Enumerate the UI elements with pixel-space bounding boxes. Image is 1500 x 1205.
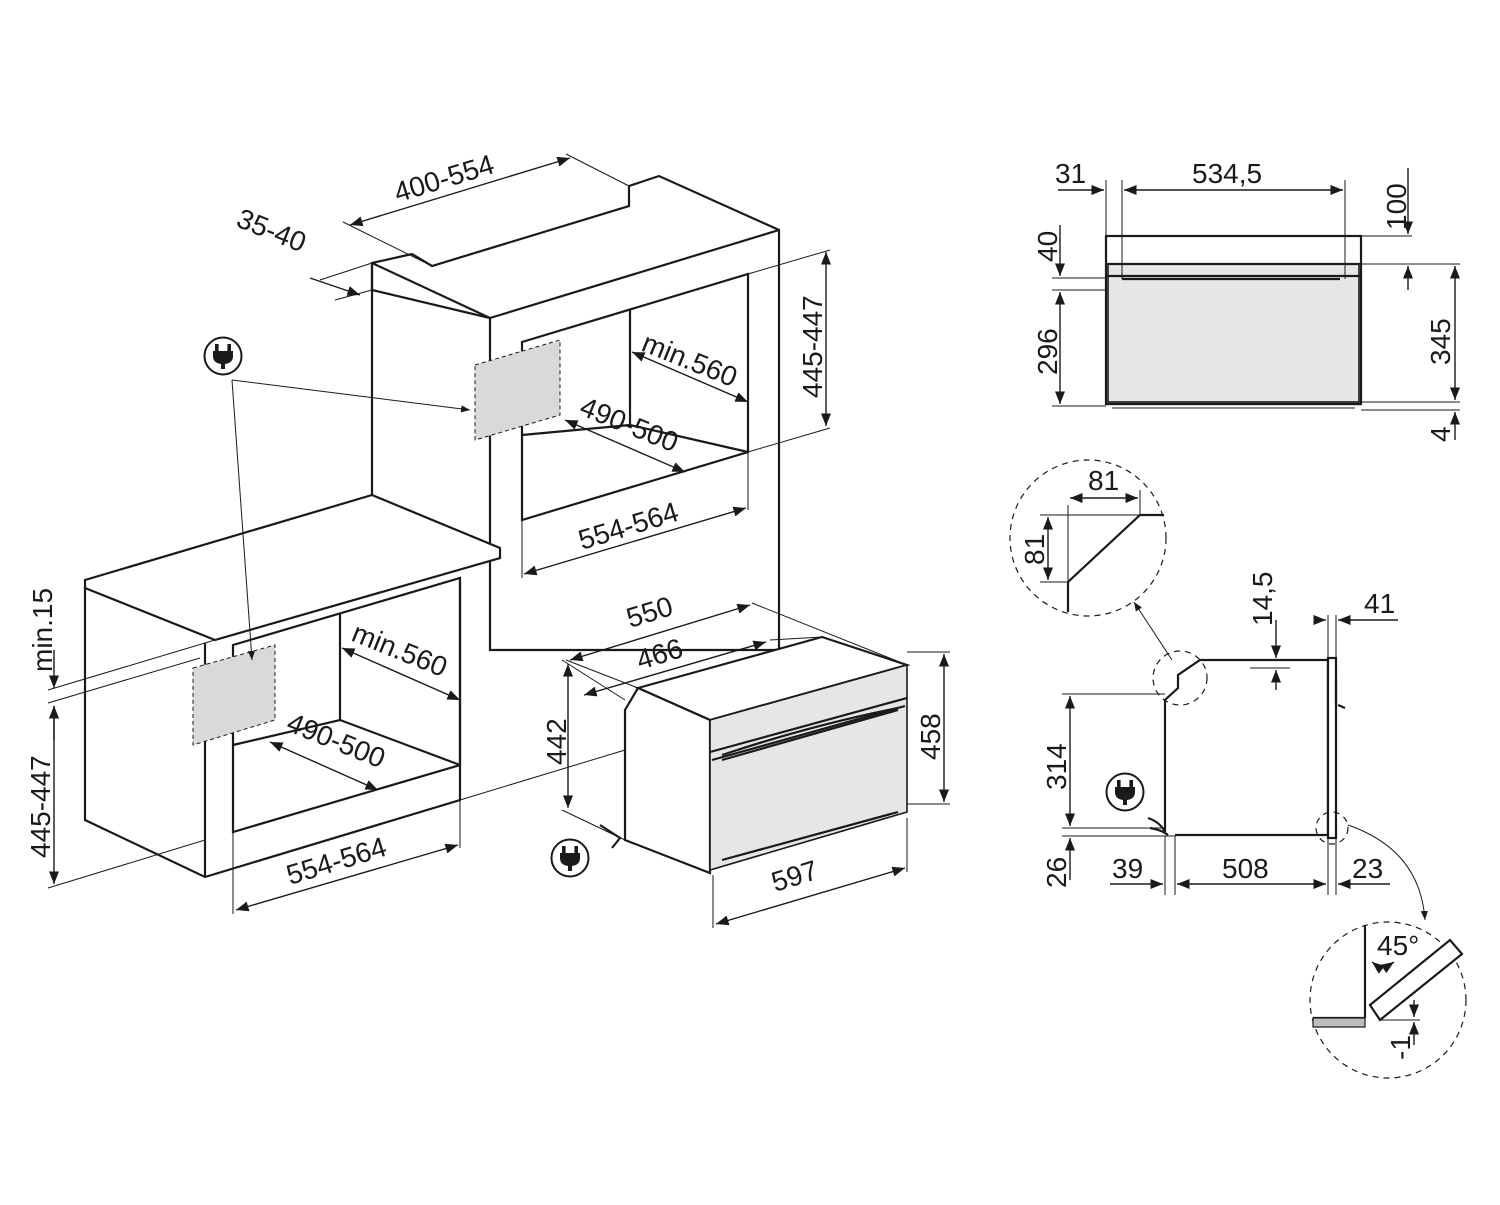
chamfer-detail: 81 81: [1009, 459, 1173, 661]
plug-icon: [1105, 772, 1145, 812]
angle-detail: 45° -1: [1309, 921, 1467, 1079]
dim-314: 314: [1041, 743, 1072, 790]
dim-81-vertical: 81: [1019, 534, 1050, 565]
dim-400-554: 400-554: [390, 149, 497, 209]
dim-35-40: 35-40: [233, 203, 311, 259]
dim-508: 508: [1222, 853, 1269, 884]
dim-490-500-lower: 490-500: [283, 707, 390, 774]
dim-554-564-lower: 554-564: [283, 831, 390, 891]
lower-dimensions: min.15 445-447 min.560 490-500 554-564: [25, 588, 626, 914]
side-view: 14,5 41 314 26 39 508 23: [1041, 572, 1428, 921]
dim-14-5: 14,5: [1247, 572, 1278, 627]
plug-icon: [550, 838, 590, 878]
appliance-iso: [599, 635, 911, 875]
lower-cabinet: [83, 493, 502, 879]
plug-callouts: [203, 336, 590, 878]
dim-100: 100: [1381, 183, 1412, 230]
dim-min15: min.15: [27, 588, 58, 672]
dim-296: 296: [1032, 328, 1063, 375]
front-view: 31 534,5 100 40 296 345 4: [1032, 158, 1461, 442]
upper-cabinet: [370, 174, 781, 652]
dim-40: 40: [1032, 231, 1063, 262]
dim-31: 31: [1055, 158, 1086, 189]
dim-81-horizontal: 81: [1088, 465, 1119, 496]
dim-597: 597: [768, 854, 822, 897]
dim-4: 4: [1425, 426, 1456, 442]
dim-minus-1: -1: [1385, 1035, 1416, 1060]
dim-458: 458: [915, 713, 946, 760]
dim-445-447-upper: 445-447: [797, 295, 828, 398]
dim-26: 26: [1041, 857, 1072, 888]
dim-345: 345: [1425, 318, 1456, 365]
dim-41: 41: [1364, 588, 1395, 619]
dim-534-5: 534,5: [1192, 158, 1262, 189]
dim-445-447-lower: 445-447: [25, 755, 56, 858]
appliance-dimensions: 550 466 442 458 597: [541, 590, 950, 928]
plug-icon: [203, 336, 243, 376]
dim-442: 442: [541, 718, 572, 765]
dim-23: 23: [1352, 853, 1383, 884]
dim-39: 39: [1112, 853, 1143, 884]
dim-45-degrees: 45°: [1377, 930, 1419, 961]
